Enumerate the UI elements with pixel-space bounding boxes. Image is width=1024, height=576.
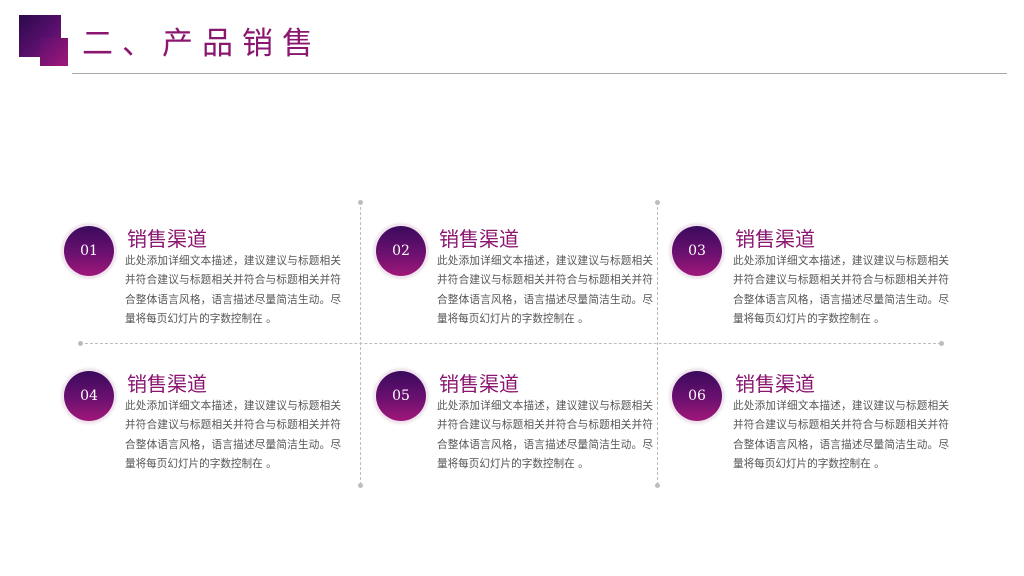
- sales-channel-card: 02 销售渠道 此处添加详细文本描述，建议建议与标题相关并符合建议与标题相关并符…: [376, 226, 653, 346]
- sales-channel-card: 06 销售渠道 此处添加详细文本描述，建议建议与标题相关并符合建议与标题相关并符…: [672, 371, 949, 491]
- card-title: 销售渠道: [127, 227, 207, 251]
- divider-endpoint-dot: [78, 341, 83, 346]
- divider-endpoint-dot: [939, 341, 944, 346]
- card-title: 销售渠道: [735, 227, 815, 251]
- sales-channel-card: 01 销售渠道 此处添加详细文本描述，建议建议与标题相关并符合建议与标题相关并符…: [64, 226, 341, 346]
- card-description: 此处添加详细文本描述，建议建议与标题相关并符合建议与标题相关并符合与标题相关并符…: [125, 400, 341, 470]
- card-description: 此处添加详细文本描述，建议建议与标题相关并符合建议与标题相关并符合与标题相关并符…: [437, 255, 653, 325]
- page-title: 二、产品销售: [82, 26, 322, 62]
- card-description: 此处添加详细文本描述，建议建议与标题相关并符合建议与标题相关并符合与标题相关并符…: [125, 255, 341, 325]
- number-badge: 03: [672, 226, 722, 276]
- number-badge: 06: [672, 371, 722, 421]
- divider-endpoint-dot: [358, 200, 363, 205]
- number-badge: 02: [376, 226, 426, 276]
- title-underline: [72, 73, 1007, 74]
- divider-endpoint-dot: [655, 200, 660, 205]
- card-description: 此处添加详细文本描述，建议建议与标题相关并符合建议与标题相关并符合与标题相关并符…: [733, 400, 949, 470]
- card-title: 销售渠道: [735, 372, 815, 396]
- number-badge: 05: [376, 371, 426, 421]
- sales-channel-card: 03 销售渠道 此处添加详细文本描述，建议建议与标题相关并符合建议与标题相关并符…: [672, 226, 949, 346]
- card-title: 销售渠道: [439, 372, 519, 396]
- sales-channel-card: 05 销售渠道 此处添加详细文本描述，建议建议与标题相关并符合建议与标题相关并符…: [376, 371, 653, 491]
- divider-horizontal: [80, 343, 941, 344]
- card-title: 销售渠道: [439, 227, 519, 251]
- logo-squares: [0, 0, 80, 80]
- card-description: 此处添加详细文本描述，建议建议与标题相关并符合建议与标题相关并符合与标题相关并符…: [733, 255, 949, 325]
- logo-square-small: [40, 38, 68, 66]
- divider-endpoint-dot: [358, 483, 363, 488]
- number-badge: 04: [64, 371, 114, 421]
- sales-channel-card: 04 销售渠道 此处添加详细文本描述，建议建议与标题相关并符合建议与标题相关并符…: [64, 371, 341, 491]
- number-badge: 01: [64, 226, 114, 276]
- divider-endpoint-dot: [655, 483, 660, 488]
- card-description: 此处添加详细文本描述，建议建议与标题相关并符合建议与标题相关并符合与标题相关并符…: [437, 400, 653, 470]
- card-title: 销售渠道: [127, 372, 207, 396]
